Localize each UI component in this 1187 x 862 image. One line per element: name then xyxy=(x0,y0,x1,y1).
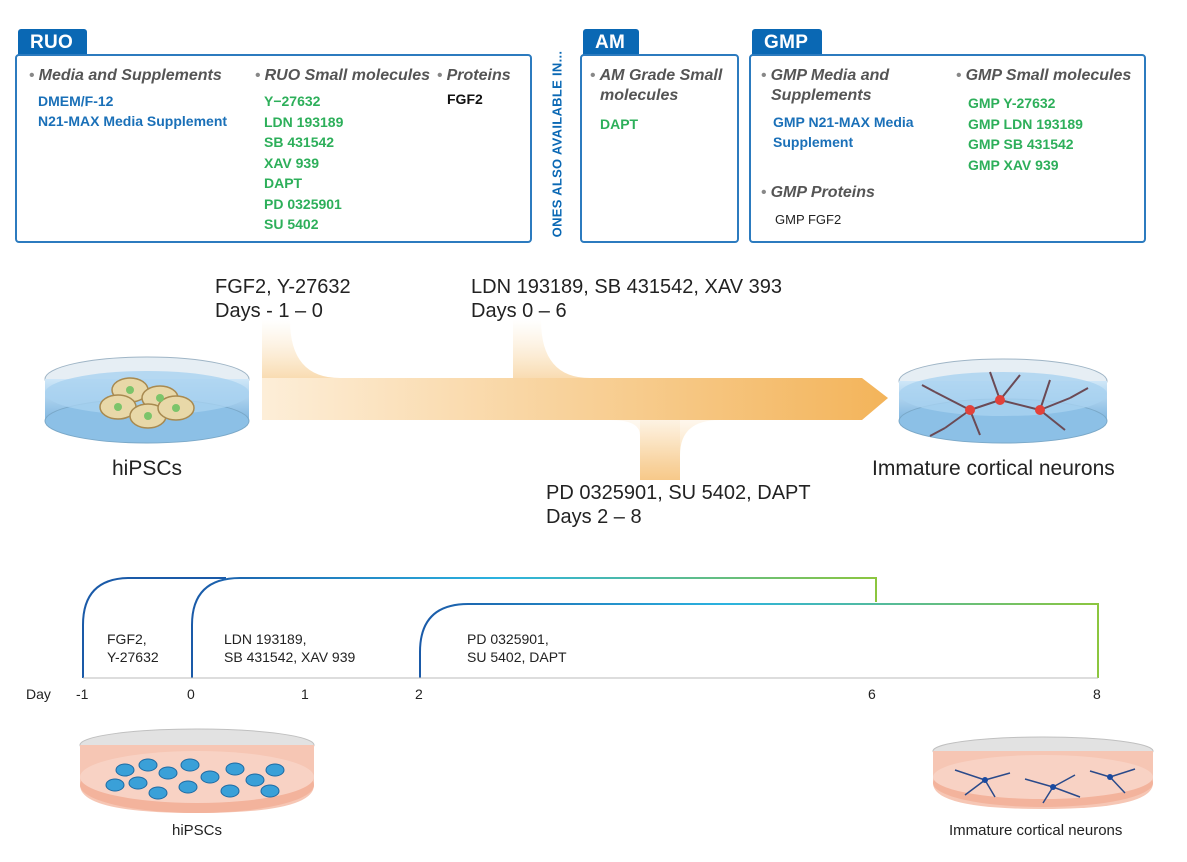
list-item: GMP XAV 939 xyxy=(968,156,1059,173)
ruo-proteins-heading: •Proteins xyxy=(437,67,511,84)
neuron-dish-icon xyxy=(898,358,1108,444)
tick-label: 8 xyxy=(1093,686,1101,702)
phase3-label: PD 0325901,SU 5402, DAPT xyxy=(467,631,567,665)
flow-end-label: Immature cortical neurons xyxy=(872,457,1115,480)
ruo-small-heading: •RUO Small molecules xyxy=(255,67,430,84)
tick-label: 0 xyxy=(187,686,195,702)
flow-start-label: hiPSCs xyxy=(112,457,183,480)
timeline-diagram xyxy=(82,577,1099,679)
branch-arrow-step1 xyxy=(262,320,340,378)
list-item: SB 431542 xyxy=(264,134,335,150)
list-item: DAPT xyxy=(600,116,639,132)
list-item: XAV 939 xyxy=(264,154,319,171)
list-item: N21-MAX Media Supplement xyxy=(38,113,228,129)
phase2-bracket xyxy=(191,577,877,678)
ruo-small-list: Y−27632 LDN 193189 SB 431542 XAV 939 DAP… xyxy=(264,91,343,235)
hipsc-pink-dish-icon xyxy=(79,728,315,813)
ruo-tab: RUO xyxy=(18,29,88,56)
gmp-small-heading: •GMP Small molecules xyxy=(956,67,1132,84)
list-item: GMP LDN 193189 xyxy=(968,115,1083,132)
flow-step1: FGF2, Y-27632 Days - 1 – 0 xyxy=(215,276,351,322)
list-item: GMP Y-27632 xyxy=(968,95,1056,111)
list-item: DMEM/F-12 xyxy=(38,93,114,109)
gmp-media-heading: •GMP Media and Supplements xyxy=(761,67,890,104)
timeline-start-label: hiPSCs xyxy=(172,822,223,839)
ruo-media-list: DMEM/F-12 N21-MAX Media Supplement xyxy=(38,91,227,131)
tick-label: 2 xyxy=(415,686,423,702)
list-item: DAPT xyxy=(264,175,303,191)
list-item: LDN 193189 xyxy=(264,113,344,130)
list-item: SU 5402 xyxy=(264,216,319,232)
branch-arrow-step2 xyxy=(513,320,590,378)
ruo-media-heading: •Media and Supplements xyxy=(29,67,222,84)
gmp-proteins-heading: •GMP Proteins xyxy=(761,184,875,201)
list-item: PD 0325901 xyxy=(264,195,342,212)
am-tab: AM xyxy=(583,29,640,56)
tick-label: 1 xyxy=(301,686,309,702)
gmp-proteins-item: GMP FGF2 xyxy=(775,212,842,227)
gmp-panel: •GMP Media and Supplements GMP N21-MAX M… xyxy=(749,54,1146,243)
flow-step3: PD 0325901, SU 5402, DAPT Days 2 – 8 xyxy=(546,482,811,528)
phase1-label: FGF2,Y-27632 xyxy=(107,631,159,665)
am-panel: •AM Grade Small molecules DAPT xyxy=(580,54,739,243)
ruo-proteins-list: FGF2 xyxy=(447,91,483,107)
neuron-pink-dish-icon xyxy=(932,736,1154,809)
main-arrow xyxy=(262,378,888,420)
flow-step2: LDN 193189, SB 431542, XAV 393 Days 0 – … xyxy=(471,276,782,322)
am-heading: •AM Grade Small molecules xyxy=(590,67,723,104)
also-available-banner: ONES ALSO AVAILABLE IN... xyxy=(549,50,565,238)
gmp-small-list: GMP Y-27632 GMP LDN 193189 GMP SB 431542… xyxy=(968,93,1083,175)
phase2-label: LDN 193189,SB 431542, XAV 939 xyxy=(224,631,356,665)
hipsc-dish-icon xyxy=(44,356,250,444)
tick-label: 6 xyxy=(868,686,876,702)
list-item: GMP SB 431542 xyxy=(968,136,1074,152)
gmp-tab: GMP xyxy=(752,29,823,56)
tick-label: -1 xyxy=(76,686,89,702)
flow-diagram xyxy=(44,320,1108,480)
list-item: Y−27632 xyxy=(264,93,321,109)
phase1-bracket xyxy=(82,577,226,678)
am-list: DAPT xyxy=(600,114,638,135)
day-axis-label: Day xyxy=(26,686,51,702)
ruo-panel: •Media and Supplements DMEM/F-12 N21-MAX… xyxy=(15,54,532,243)
list-item: FGF2 xyxy=(447,91,483,107)
timeline-end-label: Immature cortical neurons xyxy=(949,822,1123,839)
phase3-bracket xyxy=(419,603,1099,678)
